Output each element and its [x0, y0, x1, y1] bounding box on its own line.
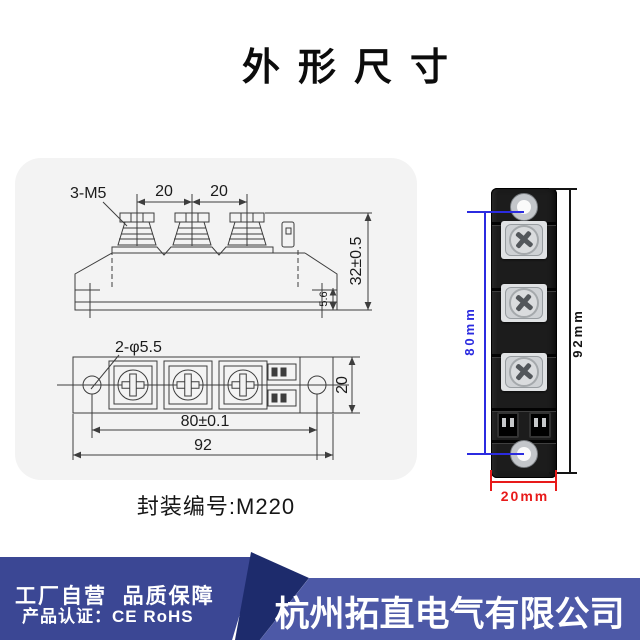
hole-spacing-dim: 80±0.1: [181, 413, 230, 430]
terminal-cell: [163, 360, 213, 410]
dim-92mm-tick-top: [549, 188, 577, 190]
screw-terminal-2: [501, 284, 547, 322]
front-view: 3-M5 20 20 32±0.5 5.6: [70, 183, 372, 318]
aux-tab: [281, 221, 295, 248]
footer-company-name: 杭州拓直电气有限公司: [274, 595, 625, 634]
dim-92mm-tick-bottom: [549, 472, 577, 474]
base-thickness-dim: 5.6: [318, 291, 330, 306]
dim-20mm-line: [491, 481, 557, 483]
dim-92mm-label: 92mm: [570, 308, 585, 358]
dim-20mm-label: 20mm: [500, 488, 550, 504]
hole-label: 2-φ5.5: [115, 339, 162, 356]
thread-label: 3-M5: [70, 185, 107, 202]
package-code-caption: 封装编号:M220: [136, 494, 296, 519]
footer-slogan: 工厂自营 品质保障: [15, 585, 215, 608]
dim-80mm-tick-bottom: [467, 453, 524, 455]
pitch-dim-right: 20: [210, 183, 228, 200]
gate-socket-left: [497, 412, 519, 438]
footer-left-block: [0, 557, 257, 640]
footer-certification: 产品认证：CE RoHS: [22, 607, 194, 626]
dim-80mm-label: 80mm: [462, 306, 477, 356]
pitch-dim-left: 20: [155, 183, 173, 200]
terminal-cell: [218, 360, 268, 410]
terminal-cell: [108, 360, 158, 410]
terminal-bolt: [172, 212, 212, 246]
screw-terminal-3: [501, 353, 547, 391]
gate-connectors: [267, 357, 301, 413]
screw-terminal-1: [501, 221, 547, 259]
mounting-hole-top: [510, 193, 538, 221]
gate-socket-right: [529, 412, 551, 438]
top-view: 2-φ5.5 20 80±0.1 92: [57, 339, 360, 460]
drawing-panel: [15, 158, 417, 480]
dim-92mm-line: [569, 189, 571, 474]
terminal-bolt: [227, 212, 267, 246]
dim-20mm-tick-right: [555, 470, 557, 491]
module-seam: [492, 408, 556, 412]
dim-80mm-tick-top: [467, 211, 524, 213]
length-dim: 92: [194, 437, 212, 454]
footer-company-band: [259, 578, 640, 640]
height-dim: 32±0.5: [348, 236, 365, 285]
dimension-drawing: 3-M5 20 20 32±0.5 5.6: [57, 183, 372, 460]
dim-20mm-tick-left: [490, 470, 492, 491]
dim-80mm-line: [484, 212, 486, 455]
terminal-bolt: [117, 212, 157, 246]
width-dim: 20: [334, 376, 351, 394]
page-title: 外形尺寸: [241, 47, 466, 89]
